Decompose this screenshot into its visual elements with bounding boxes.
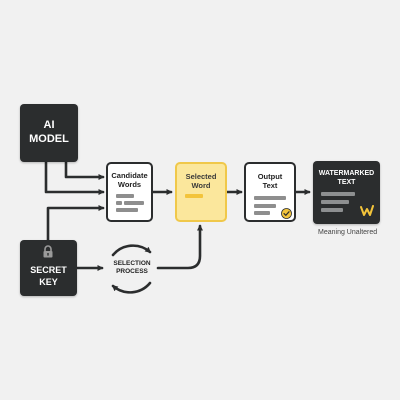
candidate-word-bar: [116, 208, 138, 212]
secret-key-label-line2: KEY: [39, 277, 58, 287]
output-text-label-line2: Text: [262, 181, 278, 190]
arrow-model-to-candidates-upper: [64, 160, 105, 180]
output-text-bar: [254, 196, 286, 200]
output-text-label-line1: Output: [257, 172, 283, 181]
watermarked-caption: Meaning Unaltered: [318, 229, 378, 236]
selected-word-bar: [185, 194, 203, 198]
output-text-node: Output Text: [244, 162, 296, 222]
w-watermark-icon: [360, 205, 374, 216]
arrow-model-to-candidates-lower: [44, 160, 105, 195]
watermarked-text-bar: [321, 200, 349, 204]
candidate-word-bar: [116, 194, 134, 198]
selected-word-node: Selected Word: [175, 162, 227, 222]
arrow-key-to-candidates: [46, 205, 105, 242]
check-badge-icon: [281, 208, 292, 219]
candidate-words-label-line2: Words: [117, 180, 142, 189]
watermarked-text-node: WATERMARKED TEXT: [313, 161, 380, 224]
ai-model-label-line1: AI: [43, 119, 55, 131]
candidate-words-node: Candidate Words: [106, 162, 153, 222]
padlock-icon: [43, 245, 53, 258]
selected-word-label-line2: Word: [191, 181, 211, 190]
watermarked-text-bar: [321, 192, 355, 196]
output-text-bar: [254, 211, 270, 215]
watermarked-text-bar: [321, 208, 343, 212]
output-text-bar: [254, 204, 276, 208]
arrow-selection-to-selected: [156, 224, 203, 270]
selection-process-label-line1: SELECTION: [113, 260, 151, 267]
ai-model-label-line2: MODEL: [29, 133, 69, 145]
selection-cycle-icon: [111, 244, 152, 294]
watermarked-text-label-line1: WATERMARKED: [318, 170, 375, 177]
secret-key-node: SECRET KEY: [20, 240, 77, 296]
selection-process-label-line2: PROCESS: [116, 268, 148, 275]
ai-model-node: AI MODEL: [20, 104, 78, 162]
selected-word-label-line1: Selected: [185, 172, 217, 181]
secret-key-label-line1: SECRET: [30, 265, 67, 275]
watermarked-text-label-line2: TEXT: [337, 179, 356, 186]
candidate-word-bar: [116, 201, 122, 205]
candidate-words-label-line1: Candidate: [111, 171, 148, 180]
candidate-word-bar: [124, 201, 144, 205]
